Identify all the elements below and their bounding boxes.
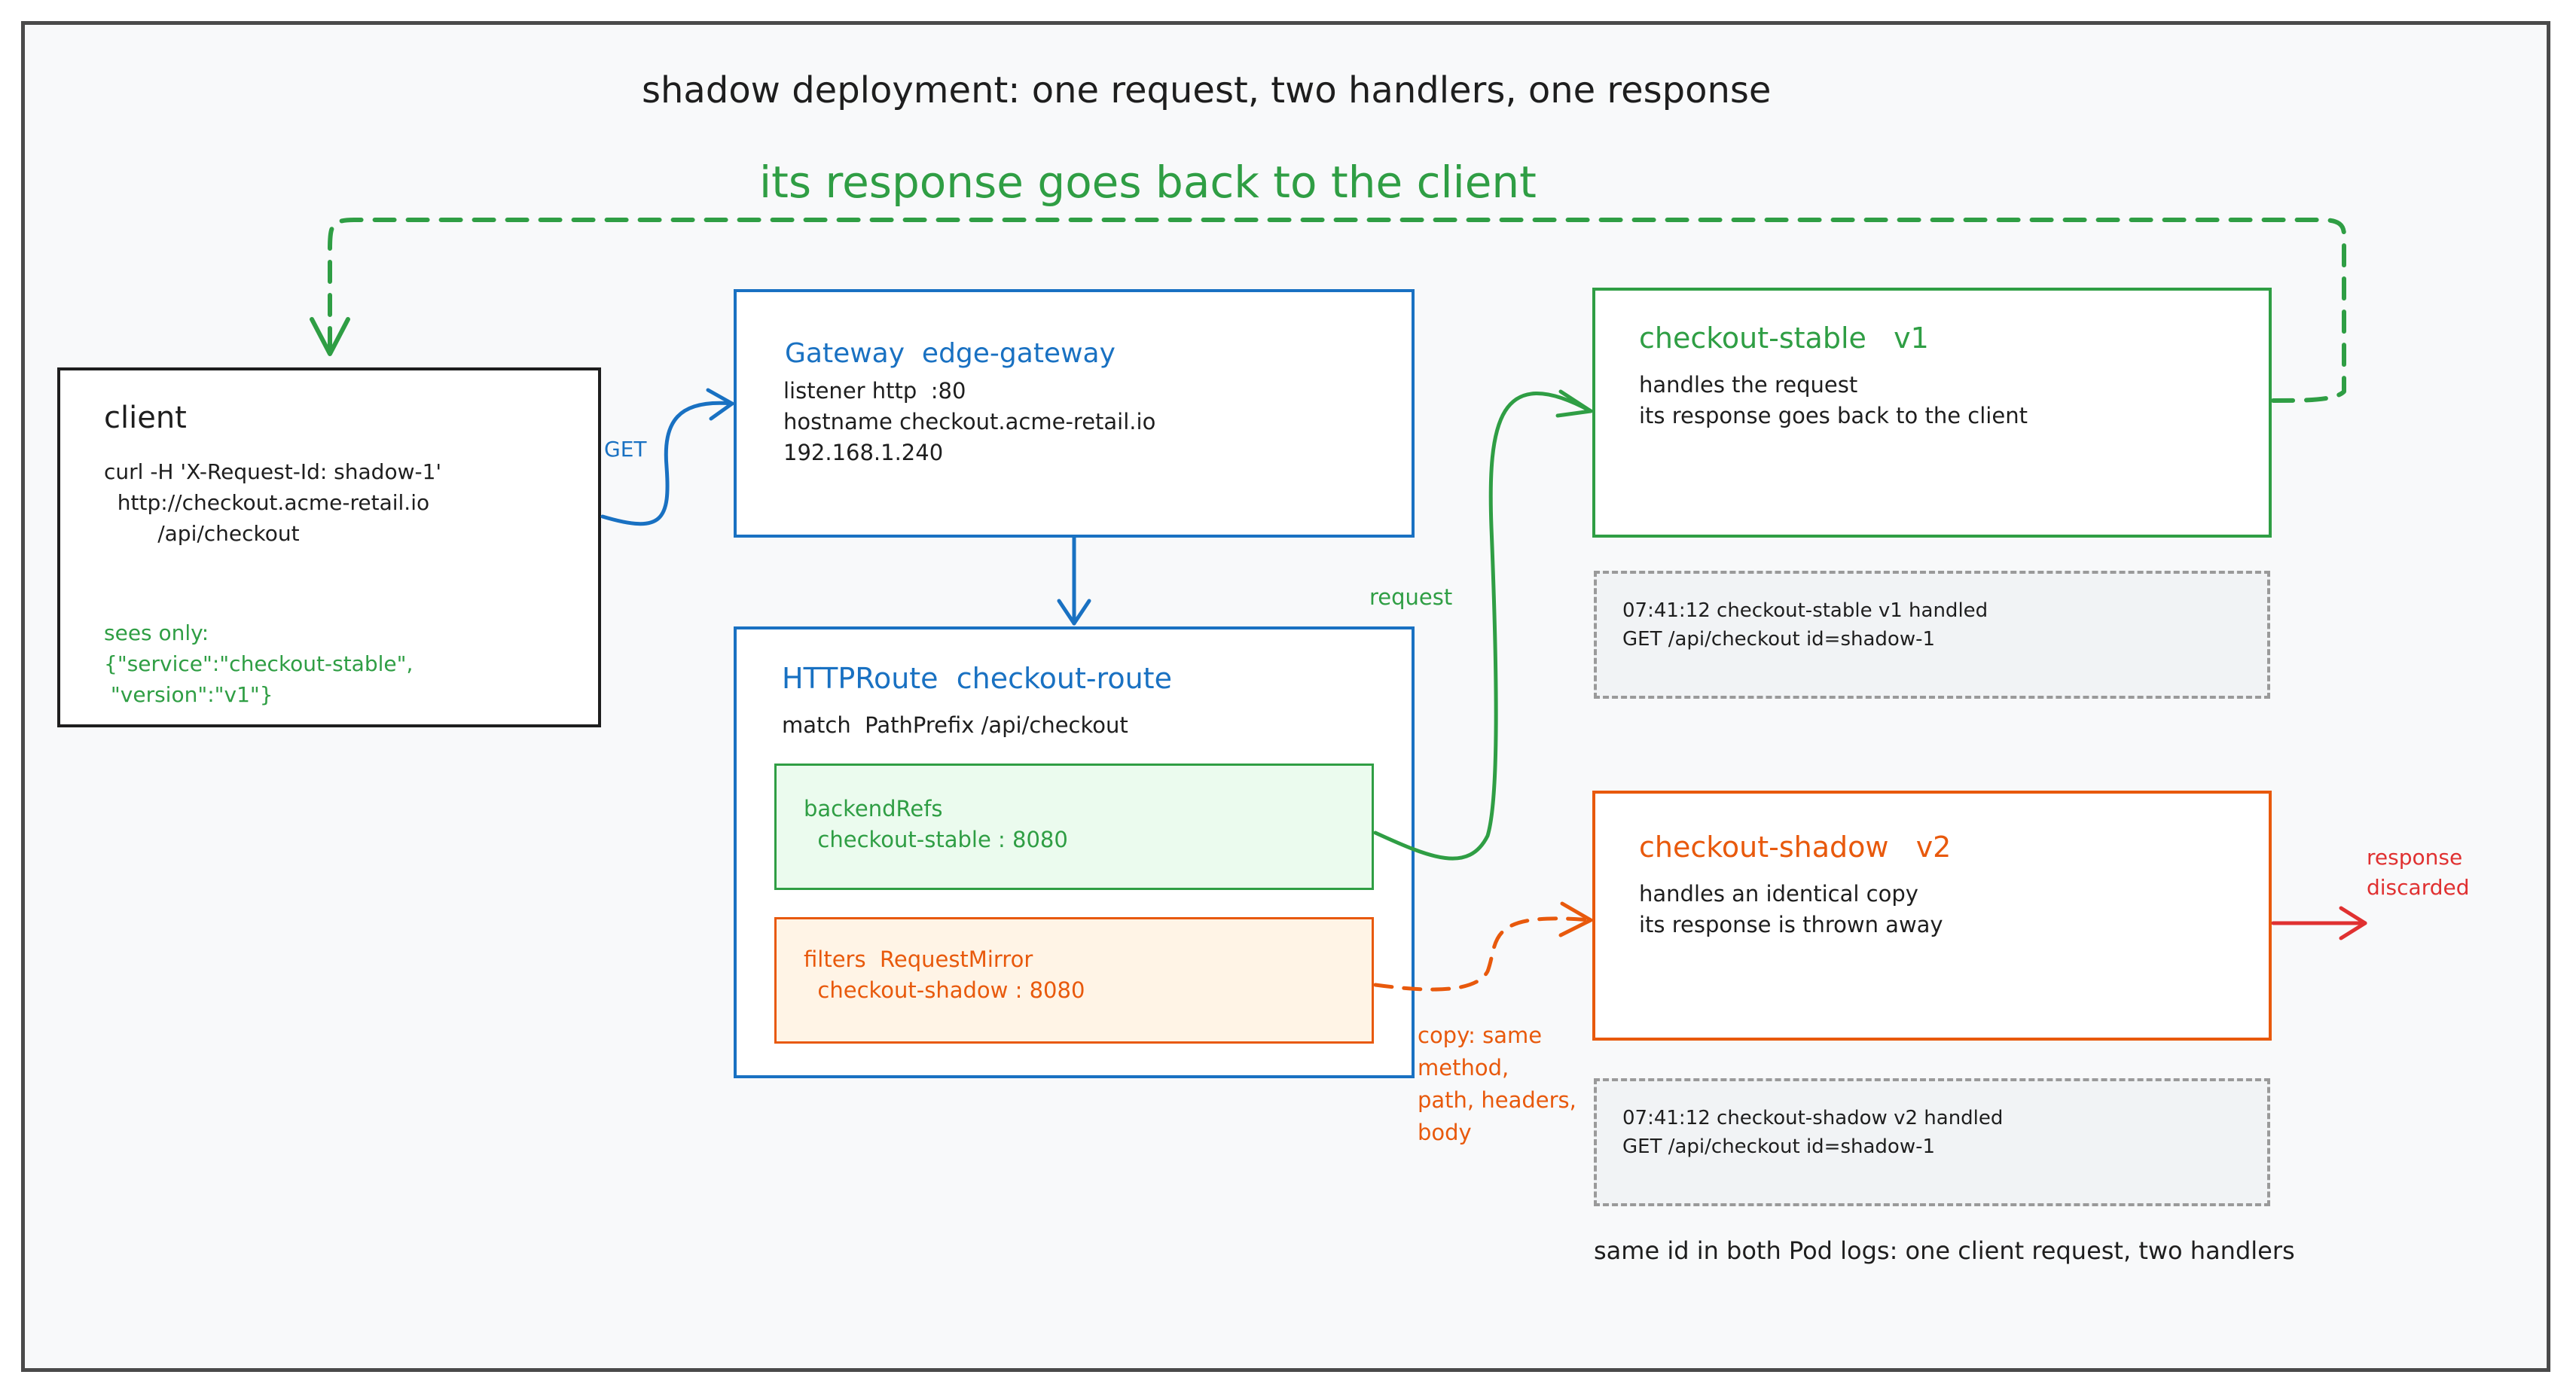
response-discarded-line-1: response bbox=[2367, 845, 2463, 870]
httproute-match: match PathPrefix /api/checkout bbox=[782, 712, 1128, 738]
checkout-shadow-box: checkout-shadow v2 handles an identical … bbox=[1592, 791, 2272, 1041]
request-mirror-filter-service: checkout-shadow : 8080 bbox=[804, 977, 1085, 1003]
checkout-shadow-line-1: handles an identical copy bbox=[1639, 881, 1918, 907]
response-return-arrow-head bbox=[310, 317, 350, 356]
footer-note: same id in both Pod logs: one client req… bbox=[1594, 1236, 2295, 1265]
copy-label-line-1: copy: same bbox=[1418, 1023, 1543, 1048]
backend-refs-box: backendRefs checkout-stable : 8080 bbox=[774, 764, 1374, 890]
mirror-copy-arrow bbox=[1373, 916, 1593, 992]
checkout-stable-log-line-2: GET /api/checkout id=shadow-1 bbox=[1622, 628, 1936, 651]
httproute-heading: HTTPRoute checkout-route bbox=[782, 662, 1172, 695]
return-path-label: its response goes back to the client bbox=[759, 157, 1537, 208]
gateway-listener: listener http :80 bbox=[783, 378, 966, 404]
get-label: GET bbox=[604, 437, 647, 462]
backend-refs-service: checkout-stable : 8080 bbox=[804, 827, 1068, 852]
request-arrow bbox=[1373, 392, 1593, 861]
discarded-arrow-head bbox=[2339, 906, 2367, 940]
response-discarded-line-2: discarded bbox=[2367, 875, 2470, 900]
diagram-title: shadow deployment: one request, two hand… bbox=[642, 69, 1772, 111]
copy-label-line-3: path, headers, bbox=[1418, 1087, 1576, 1113]
gateway-to-route-arrow-head bbox=[1057, 599, 1091, 626]
request-arrow-head bbox=[1555, 389, 1593, 418]
gateway-box: Gateway edge-gateway listener http :80 h… bbox=[734, 289, 1415, 538]
client-command-line-3: /api/checkout bbox=[104, 521, 300, 546]
request-label: request bbox=[1369, 584, 1453, 610]
checkout-stable-log-box: 07:41:12 checkout-stable v1 handled GET … bbox=[1594, 571, 2270, 699]
checkout-stable-heading: checkout-stable v1 bbox=[1639, 322, 1929, 355]
client-response-line-2: "version":"v1"} bbox=[104, 682, 273, 707]
checkout-stable-line-2: its response goes back to the client bbox=[1639, 403, 2028, 428]
copy-label-line-2: method, bbox=[1418, 1055, 1509, 1081]
get-arrow bbox=[600, 401, 734, 526]
copy-label-line-4: body bbox=[1418, 1120, 1472, 1145]
checkout-shadow-line-2: its response is thrown away bbox=[1639, 912, 1943, 937]
gateway-ip-address: 192.168.1.240 bbox=[783, 440, 944, 465]
client-command-line-2: http://checkout.acme-retail.io bbox=[104, 490, 430, 515]
client-box: client curl -H 'X-Request-Id: shadow-1' … bbox=[57, 367, 601, 727]
gateway-hostname: hostname checkout.acme-retail.io bbox=[783, 409, 1156, 434]
backend-refs-label: backendRefs bbox=[804, 796, 943, 821]
checkout-shadow-log-line-2: GET /api/checkout id=shadow-1 bbox=[1622, 1135, 1936, 1158]
gateway-heading: Gateway edge-gateway bbox=[785, 338, 1116, 369]
get-arrow-head bbox=[706, 388, 734, 421]
client-heading: client bbox=[104, 401, 187, 435]
checkout-shadow-log-line-1: 07:41:12 checkout-shadow v2 handled bbox=[1622, 1107, 2004, 1129]
mirror-copy-arrow-head bbox=[1558, 901, 1593, 937]
client-command-line-1: curl -H 'X-Request-Id: shadow-1' bbox=[104, 459, 442, 484]
checkout-stable-log-line-1: 07:41:12 checkout-stable v1 handled bbox=[1622, 599, 1988, 622]
checkout-shadow-heading: checkout-shadow v2 bbox=[1639, 831, 1952, 864]
checkout-stable-line-1: handles the request bbox=[1639, 372, 1858, 398]
checkout-stable-box: checkout-stable v1 handles the request i… bbox=[1592, 288, 2272, 538]
response-return-arrow bbox=[328, 218, 2346, 403]
request-mirror-filter-box: filters RequestMirror checkout-shadow : … bbox=[774, 917, 1374, 1044]
client-response-line-1: {"service":"checkout-stable", bbox=[104, 651, 414, 676]
client-sees-label: sees only: bbox=[104, 620, 209, 645]
checkout-shadow-log-box: 07:41:12 checkout-shadow v2 handled GET … bbox=[1594, 1078, 2270, 1206]
request-mirror-filter-label: filters RequestMirror bbox=[804, 946, 1033, 972]
